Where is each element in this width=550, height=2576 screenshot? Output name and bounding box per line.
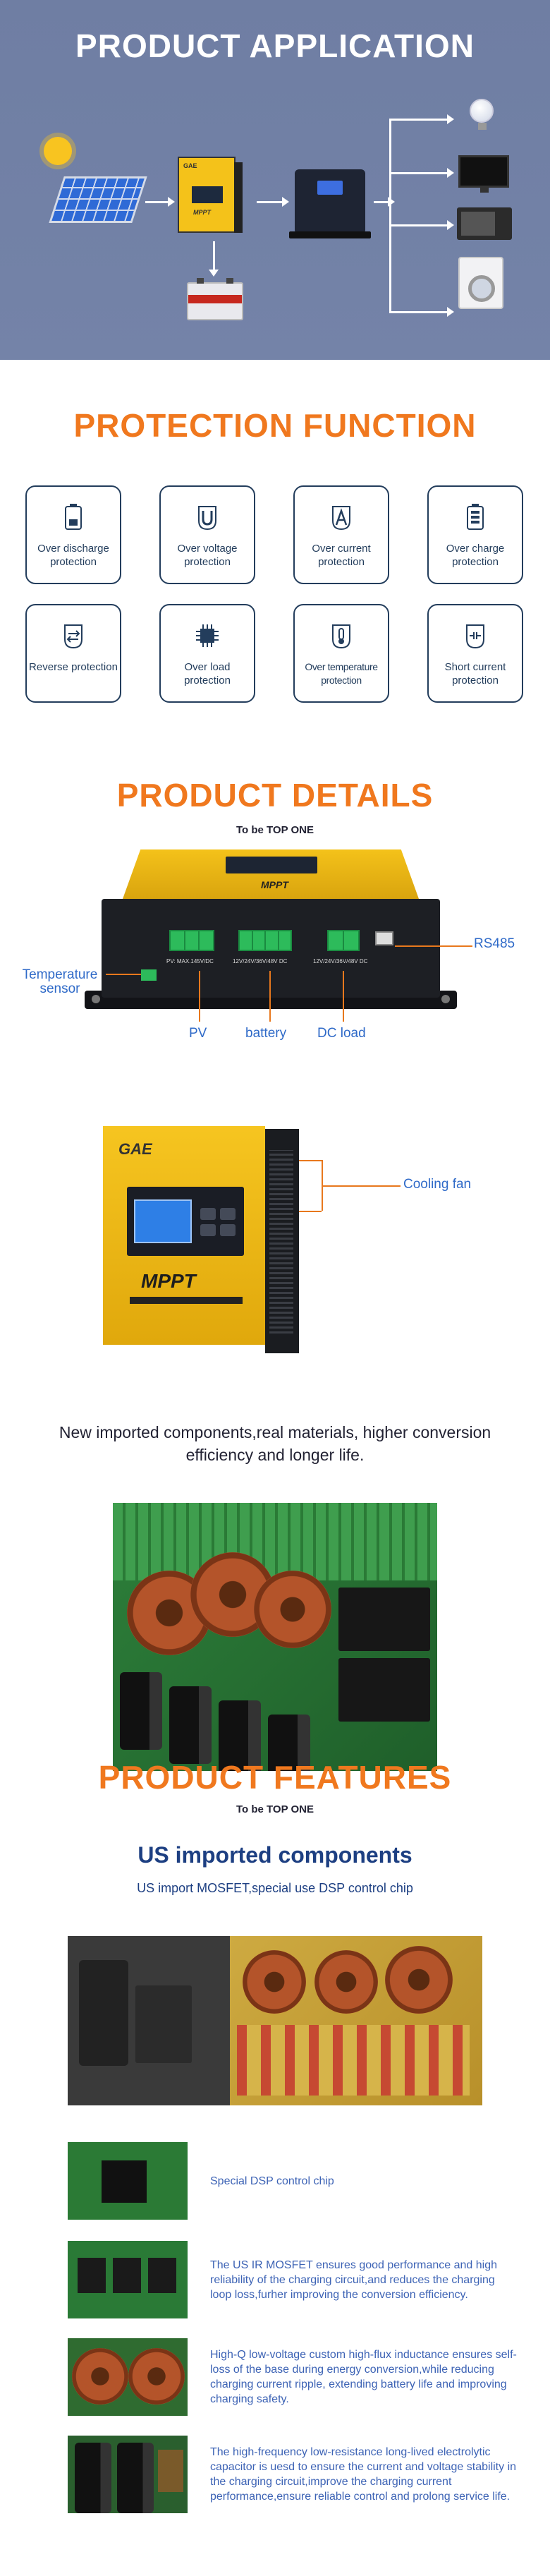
a-current-icon <box>324 500 359 535</box>
inverter-image <box>289 169 371 238</box>
battery-image <box>187 278 243 320</box>
controller-screen-text: MPPT <box>193 209 212 216</box>
features-board-image <box>68 1936 482 2105</box>
protection-card-over-discharge: Over discharge protection <box>25 485 121 584</box>
flow-arrow <box>389 168 454 178</box>
protection-label: Over load protection <box>184 661 231 687</box>
details-tagline: To be TOP ONE <box>236 824 314 836</box>
protection-card-over-voltage: Over voltage protection <box>159 485 255 584</box>
callout-pv: PV <box>189 1026 207 1041</box>
terminal-label-pv: PV: MAX.145V/DC <box>166 958 214 965</box>
feature-text: High-Q low-voltage custom high-flux indu… <box>210 2349 517 2405</box>
protection-card-over-temperature: Over temperature protection <box>293 604 389 703</box>
flow-arrow-down <box>209 241 219 277</box>
features-subheading: US import MOSFET,special use DSP control… <box>137 1881 413 1895</box>
protection-card-short-current: Short current protection <box>427 604 523 703</box>
features-section: PRODUCT FEATURES To be TOP ONE US import… <box>0 1758 550 2576</box>
protection-label: Over voltage protection <box>177 543 238 568</box>
protection-label: Over discharge protection <box>37 543 109 568</box>
controller-side-fan-image <box>265 1129 299 1353</box>
flow-arrow <box>374 197 395 207</box>
protection-card-over-charge: Over charge protection <box>427 485 523 584</box>
side-control-panel <box>127 1187 244 1256</box>
protection-label: Short current protection <box>444 661 506 687</box>
terminal-label-load: 12V/24V/36V/48V DC <box>313 958 368 965</box>
protection-section: PROTECTION FUNCTION Over discharge prote… <box>0 360 550 762</box>
details-title: PRODUCT DETAILS <box>116 777 434 814</box>
callout-battery: battery <box>245 1026 287 1041</box>
feature-text: Special DSP control chip <box>210 2175 334 2187</box>
sun-icon <box>44 137 72 165</box>
inductor-image <box>68 2338 188 2416</box>
protection-label: Over charge protection <box>446 543 505 568</box>
features-tagline: To be TOP ONE <box>236 1803 314 1815</box>
feature-row-capacitor: The high-frequency low-resistance long-l… <box>68 2436 519 2513</box>
feature-text: The US IR MOSFET ensures good performanc… <box>210 2258 498 2301</box>
lcd-screen <box>134 1199 192 1243</box>
callout-rs485: RS485 <box>474 936 515 951</box>
reverse-icon <box>56 618 91 653</box>
controller-front-image: MPPT PV: MAX.145V/DC 12V/24V/36V/48V DC … <box>85 849 457 1040</box>
features-heading: US imported components <box>138 1842 412 1868</box>
feature-row-dsp: Special DSP control chip <box>68 2142 519 2220</box>
features-title: PRODUCT FEATURES <box>98 1759 452 1796</box>
side-brand: MPPT <box>141 1270 196 1292</box>
callout-temperature-sensor: Temperature sensor <box>22 967 98 996</box>
flow-arrow <box>389 307 454 317</box>
protection-title: PROTECTION FUNCTION <box>73 407 477 444</box>
protection-card-reverse: Reverse protection <box>25 604 121 703</box>
application-section: PRODUCT APPLICATION GAE MPPT <box>0 0 550 360</box>
capacitor-image <box>68 2436 188 2513</box>
dsp-chip-image <box>68 2142 188 2220</box>
protection-label: Over temperature protection <box>305 661 378 686</box>
light-bulb-icon <box>470 99 494 130</box>
flow-arrow <box>389 220 454 230</box>
details-section: PRODUCT DETAILS To be TOP ONE MPPT PV: M… <box>0 762 550 1771</box>
front-screen <box>226 857 317 873</box>
flow-arrow <box>145 197 175 207</box>
microwave-icon <box>457 207 512 240</box>
protection-label: Over current protection <box>312 543 371 568</box>
mosfet-image <box>68 2241 188 2318</box>
controller-image: GAE MPPT <box>178 157 243 233</box>
callout-dc-load: DC load <box>317 1026 366 1041</box>
protection-label: Reverse protection <box>29 661 118 673</box>
feature-row-inductance: High-Q low-voltage custom high-flux indu… <box>68 2338 519 2416</box>
callout-cooling-fan: Cooling fan <box>403 1177 472 1192</box>
details-description-line2: efficiency and longer life. <box>185 1446 365 1464</box>
details-description-line1: New imported components,real materials, … <box>59 1423 491 1441</box>
battery-charge-icon <box>458 500 493 535</box>
solar-panel-image <box>49 176 147 223</box>
protection-card-over-current: Over current protection <box>293 485 389 584</box>
washing-machine-icon <box>458 257 503 309</box>
protection-grid: Over discharge protection Over voltage p… <box>25 485 525 703</box>
front-screen-label: MPPT <box>261 879 288 890</box>
protection-card-over-load: Over load protection <box>159 604 255 703</box>
internal-pcb-image <box>113 1503 437 1771</box>
terminal-label-battery: 12V/24V/36V/48V DC <box>233 958 288 965</box>
feature-row-mosfet: The US IR MOSFET ensures good performanc… <box>68 2241 519 2318</box>
feature-text: The high-frequency low-resistance long-l… <box>210 2446 517 2503</box>
thermometer-icon <box>324 618 359 653</box>
rs485-port <box>375 931 393 945</box>
flow-arrow <box>257 197 289 207</box>
battery-discharge-icon <box>56 500 91 535</box>
short-circuit-icon <box>458 618 493 653</box>
controller-logo: GAE <box>183 162 197 169</box>
u-voltage-icon <box>190 500 225 535</box>
application-title: PRODUCT APPLICATION <box>75 28 475 64</box>
temperature-sensor-port <box>141 969 157 981</box>
television-icon <box>458 155 509 193</box>
side-logo: GAE <box>118 1140 152 1158</box>
flow-arrow <box>389 114 454 124</box>
chip-load-icon <box>190 618 225 653</box>
distribution-bus <box>389 119 391 312</box>
